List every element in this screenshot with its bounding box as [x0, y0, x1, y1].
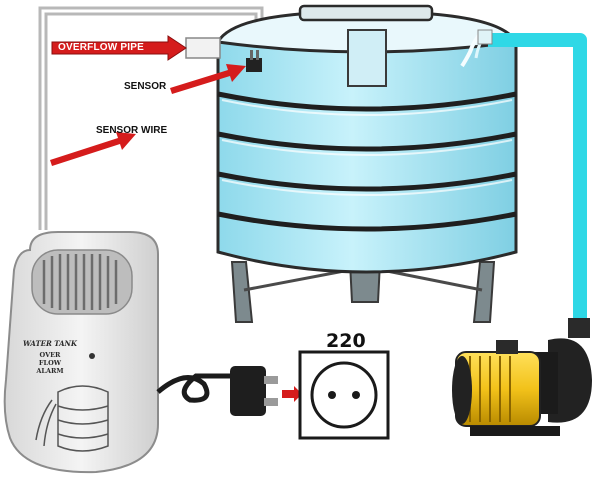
sensor-label: SENSOR [124, 81, 167, 92]
overflow-pipe-label: OVERFLOW PIPE [58, 42, 144, 53]
sensor-icon [246, 50, 262, 72]
power-plug-icon [230, 366, 302, 416]
wall-socket-icon [298, 350, 390, 440]
inlet-pipe [488, 33, 587, 322]
voltage-label: 220 [326, 330, 366, 352]
alarm-device-line: FLOW [38, 359, 62, 367]
overflow-pipe-arrow [51, 35, 187, 61]
sensor-wire-arrow [50, 132, 136, 166]
water-spray-icon [460, 29, 493, 68]
alarm-device-line: ALARM [36, 367, 64, 375]
sensor-wire-label: SENSOR WIRE [96, 125, 168, 136]
alarm-device-line: OVER [39, 351, 61, 359]
tank-stand [230, 261, 496, 323]
water-pump-icon [452, 318, 592, 436]
overflow-pipe [185, 37, 221, 59]
water-tank-icon [215, 4, 519, 274]
sensor-arrow [170, 64, 246, 94]
alarm-device-brand: WATER TANK [22, 339, 77, 348]
alarm-device-icon [3, 231, 232, 474]
